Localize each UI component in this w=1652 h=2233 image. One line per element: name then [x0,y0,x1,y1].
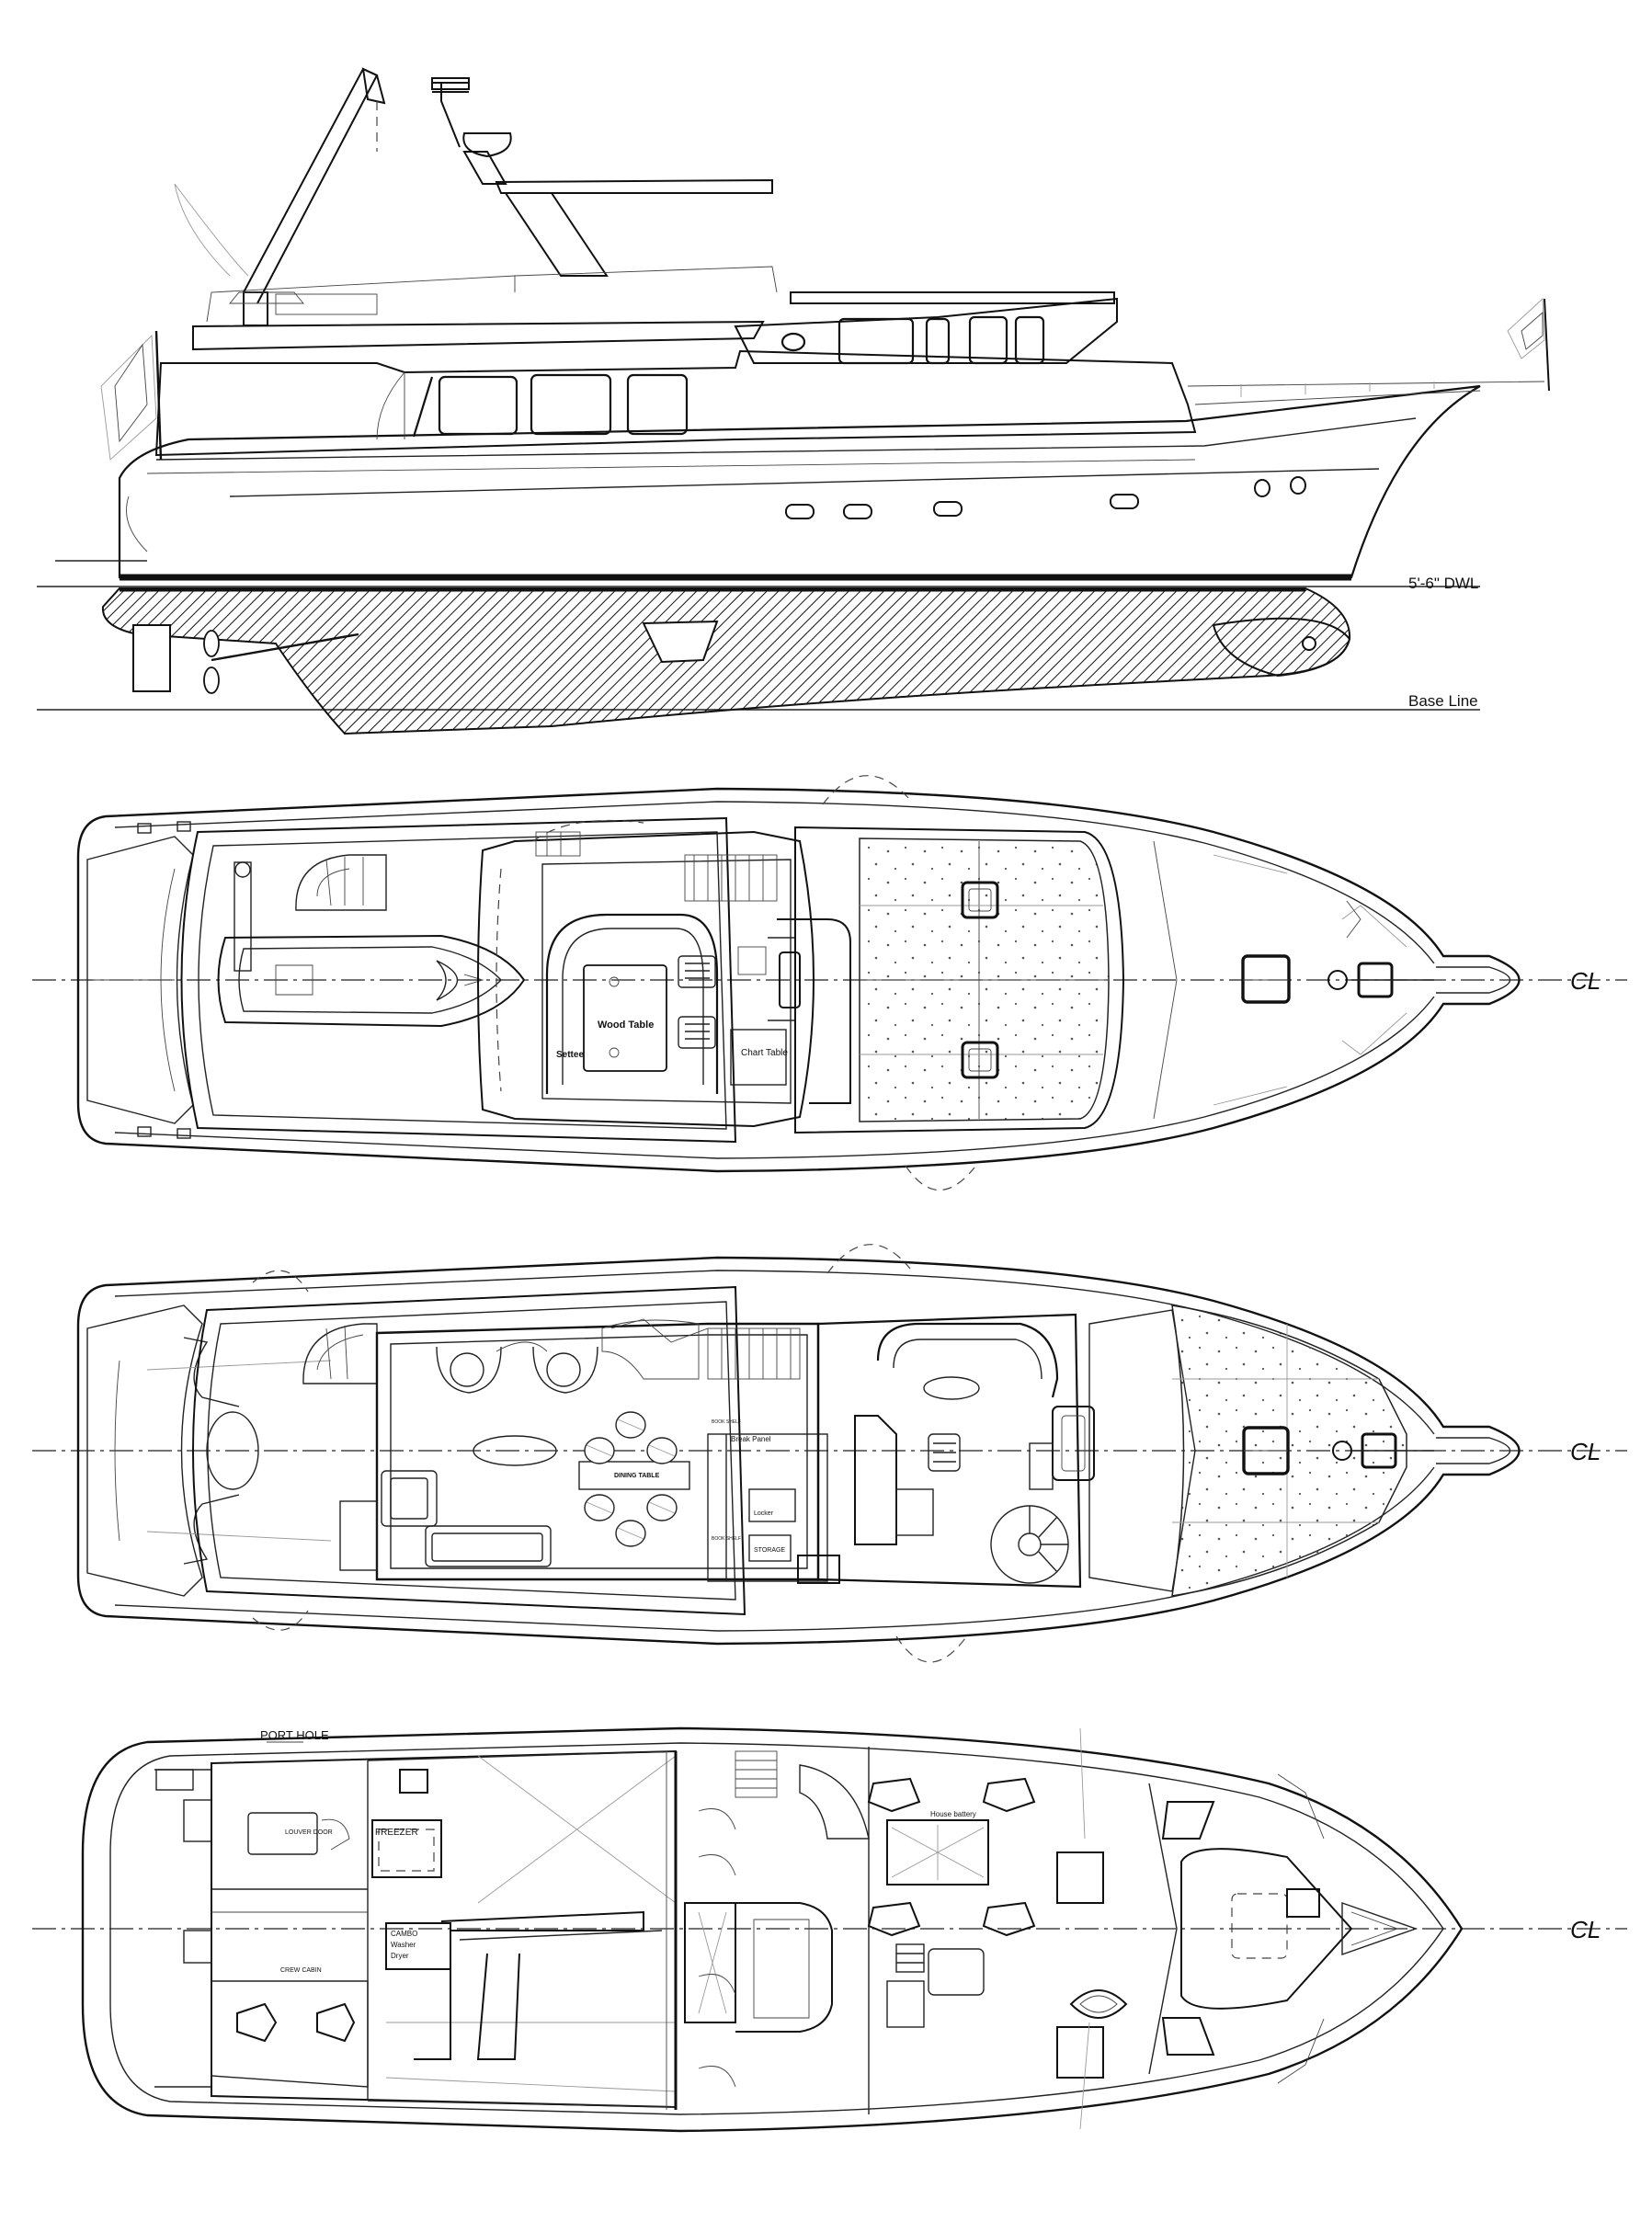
washer-dryer-label-2: Washer [391,1941,416,1949]
saloon-house [154,349,1197,457]
engine [684,1902,833,2033]
stbd-panel-label: Break Panel [731,1435,771,1443]
aft-spiral-stair [234,854,387,972]
anchor-windlass [1327,900,1434,998]
propeller [203,630,359,694]
bow-flag [1507,298,1550,392]
radar-dome [462,132,512,158]
hull-topsides [118,384,1481,579]
washer-dryer-label-3: Dryer [391,1952,409,1960]
chart-table-label: Chart Table [741,1048,788,1058]
crew-cabin-label: CREW CABIN [280,1967,322,1974]
centerline-symbol: CL [1570,967,1601,995]
wood-table [583,964,667,1072]
hull-portlights [785,476,1306,519]
settee-label: Settee [556,1050,584,1060]
rudder [132,624,171,692]
pilothouse-windows [780,315,1045,365]
anchor-windlass [1332,1432,1434,1469]
galley-block [610,1318,840,1584]
crew-berths [211,1980,369,2088]
louver-door-label: LOUVER DOOR [285,1829,333,1836]
washer-dryer-label-1: CAMBO [391,1930,417,1938]
freezer-label: FREEZER [375,1828,418,1838]
main-deck-plan: CL DINING TABLE Break Panel Locker STORA… [32,1244,1627,1663]
lower-deck-plan: PORT HOLE FREEZER LOUVER DOOR CREW CABIN… [32,1726,1627,2133]
dining-table [578,1411,690,1547]
pilothouse [816,1313,1082,1589]
helm-seats [678,955,716,1049]
flybridge-hull-outline [76,787,1521,1173]
book-shelf-top-label: BOOK SHELF [712,1419,741,1425]
saloon-chairs [436,1341,598,1394]
pilothouse-spiral-stair [990,1505,1069,1584]
profile-view: 5'-6" DWL Base Line [37,67,1550,735]
centerline-symbol: CL [1570,1438,1601,1465]
forward-vberth [1180,1848,1353,2010]
deck-hatches [961,881,1291,1079]
house-battery-label: House battery [930,1810,976,1818]
baseline-label: Base Line [1408,692,1478,710]
saloon-windows [412,373,689,438]
dinghy-tender [217,934,526,1028]
stateroom-stairs [735,1750,778,1798]
dining-table-label: DINING TABLE [614,1473,660,1479]
helm-chair [928,1433,961,1472]
house-battery [886,1819,989,1886]
flybridge-plan: CL Wood Table Chart Table Settee [32,775,1627,1191]
aft-spiral-stair [302,1323,378,1384]
wood-table-label: Wood Table [598,1020,654,1031]
book-shelf-bottom-label: BOOK SHELF [712,1536,741,1542]
saloon-sofa [381,1470,552,1567]
freezer [371,1819,442,1878]
flybridge-stair [684,854,778,902]
main-deck-hull-outline [76,1256,1521,1646]
main-deck-stair [601,1319,801,1380]
port-hole-label: PORT HOLE [260,1728,329,1742]
locker-label: Locker [754,1510,774,1517]
underwater-hull [101,587,1351,735]
davit-crane [174,67,386,326]
dwl-label: 5'-6" DWL [1408,575,1478,592]
storage-label: STORAGE [754,1547,785,1554]
centerline-symbol: CL [1570,1916,1601,1943]
lower-deck-hull-outline [81,1726,1464,2133]
stern-flag [100,330,163,461]
chart-table [730,1029,787,1086]
